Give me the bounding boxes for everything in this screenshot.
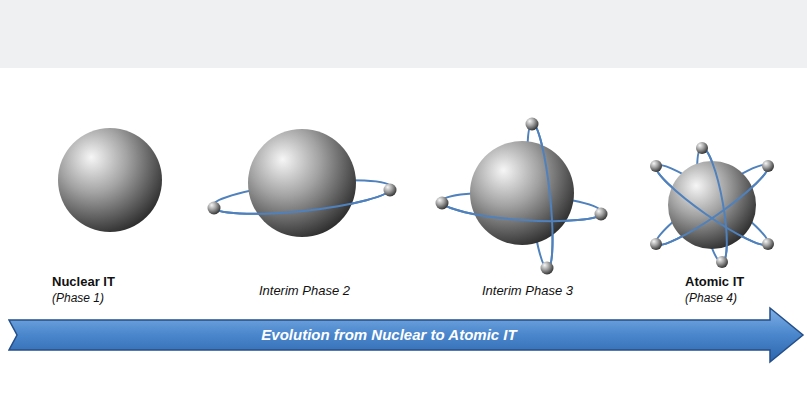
electron	[208, 202, 221, 215]
electron	[595, 208, 608, 221]
phase-name: (Phase 4)	[685, 290, 747, 306]
electron	[716, 256, 728, 268]
electron	[541, 262, 554, 275]
electrons	[208, 118, 775, 275]
electron	[696, 142, 708, 154]
phase-name: Atomic IT	[685, 274, 747, 290]
evolution-arrow: Evolution from Nuclear to Atomic IT	[8, 306, 805, 364]
phase-name: Interim Phase 3	[480, 283, 574, 299]
electron	[762, 160, 774, 172]
phase-name: Interim Phase 2	[257, 283, 351, 299]
header-band	[0, 0, 807, 68]
electron	[762, 238, 774, 250]
arrow-outline	[9, 308, 803, 362]
orbit-front	[211, 122, 774, 269]
nucleus-sphere	[470, 141, 574, 245]
phase-label: Atomic IT(Phase 4)	[685, 274, 747, 306]
electron	[436, 197, 449, 210]
phase-name: Nuclear IT	[52, 274, 117, 290]
nucleus-sphere	[248, 129, 356, 237]
electron	[650, 238, 662, 250]
orbit-back	[211, 122, 774, 269]
phase-name: (Phase 1)	[52, 290, 117, 306]
nucleus-sphere	[58, 128, 162, 232]
arrow-text-box: Evolution from Nuclear to Atomic IT	[8, 320, 770, 350]
electron	[650, 160, 662, 172]
arrow-label: Evolution from Nuclear to Atomic IT	[261, 327, 516, 343]
phase-label: Nuclear IT(Phase 1)	[52, 274, 117, 306]
phase-label: Interim Phase 3	[480, 283, 574, 299]
electron	[526, 118, 539, 131]
phase-label: Interim Phase 2	[257, 283, 351, 299]
electron	[384, 184, 397, 197]
